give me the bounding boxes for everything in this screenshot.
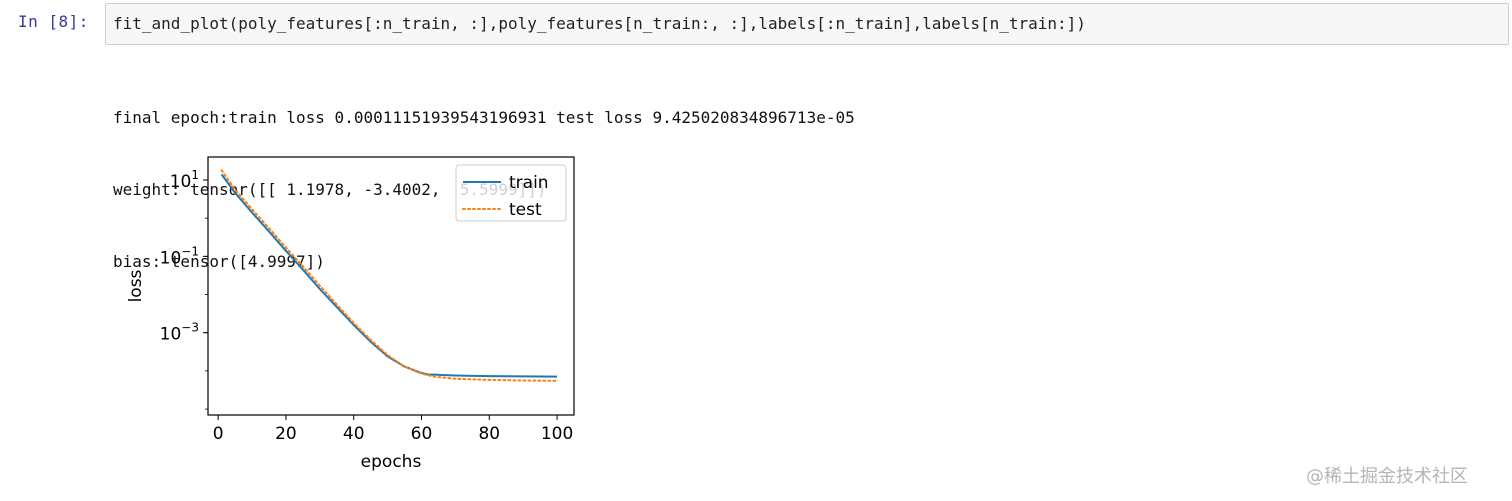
loss-chart: 0 20 40 60 80 100 101 10−1 10−3 epochs loss train te… [126,156,575,472]
legend-box [455,164,567,222]
legend-label-test: test [509,200,542,220]
code-cell-input[interactable]: fit_and_plot(poly_features[:n_train, :],… [105,3,1509,45]
y-tick-label-2: 10−3 [160,321,199,345]
x-tick-label-20: 20 [275,424,297,444]
watermark: @稀土掘金技术社区 [1306,466,1468,487]
output-line-final-epoch: final epoch:train loss 0.000111519395431… [113,108,855,127]
x-tick-label-60: 60 [411,424,433,444]
series-line-train [220,173,558,378]
x-tick-label-80: 80 [478,424,500,444]
code-text[interactable]: fit_and_plot(poly_features[:n_train, :],… [113,14,1086,33]
x-tick-label-40: 40 [343,424,365,444]
series-line-test [220,169,559,382]
x-tick-label-0: 0 [213,424,224,444]
y-tick-label-0: 101 [170,168,199,192]
output-line-bias: bias: tensor([4.9997]) [113,252,325,271]
y-tick-label-1: 10−1 [160,244,199,268]
cell-prompt: In [8]: [18,12,89,31]
x-axis-label: epochs [361,452,422,472]
x-tick-label-100: 100 [541,424,573,444]
legend-label-train: train [509,173,549,193]
y-axis-label: loss [126,269,146,302]
plot-frame [207,156,575,416]
